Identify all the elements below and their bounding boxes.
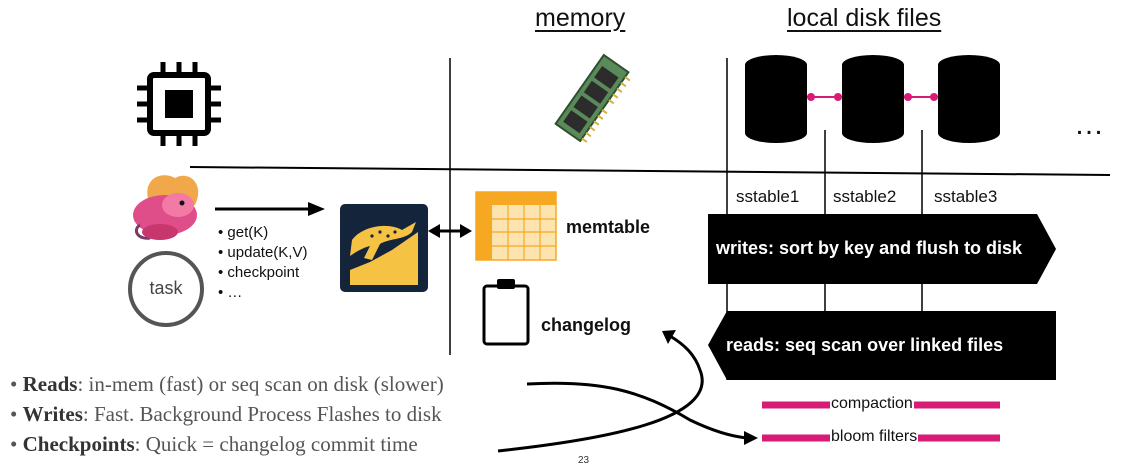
reads-arrow-shape — [708, 311, 1056, 380]
writes-arrow-label: writes: sort by key and flush to disk — [716, 238, 1023, 258]
cpu-chip-icon — [137, 62, 221, 146]
memory-header: memory — [535, 4, 626, 32]
sstable-label-3: sstable3 — [934, 187, 998, 206]
ram-stick-icon — [554, 53, 631, 143]
task-circle — [128, 251, 204, 327]
bullet-writes: • Writes: Fast. Background Process Flash… — [10, 402, 442, 426]
more-disks-ellipsis: … — [1074, 108, 1104, 141]
bullet-checkpoints: • Checkpoints: Quick = changelog commit … — [10, 432, 418, 456]
reads-arrow-label: reads: seq scan over linked files — [726, 335, 1004, 355]
disk-link-connector-2 — [904, 93, 938, 101]
api-call-item: … — [218, 283, 307, 303]
changelog-label: changelog — [541, 315, 632, 335]
writes-arrow-shape — [708, 214, 1056, 284]
disk-link-connector-1 — [807, 93, 842, 101]
bullet-text: : in-mem (fast) or seq scan on disk (slo… — [77, 372, 444, 396]
checkpoint-connector-arrow — [497, 330, 704, 453]
api-call-list: get(K) update(K,V) checkpoint … — [218, 223, 307, 303]
bullet-term: Reads — [22, 372, 78, 396]
compaction-label: compaction — [830, 395, 914, 413]
memtable-grid-icon — [475, 191, 557, 261]
task-label: task — [149, 278, 183, 298]
memtable-label: memtable — [566, 217, 651, 237]
horizontal-divider — [189, 166, 1111, 176]
disk-cylinder-icon-1 — [745, 55, 807, 143]
api-call-item: get(K) — [218, 223, 307, 243]
api-arrow — [215, 202, 325, 216]
sstable-label-1: sstable1 — [736, 187, 800, 206]
bullet-term: Writes — [22, 402, 83, 426]
rocksdb-jaguar-logo — [340, 204, 428, 292]
api-call-item: checkpoint — [218, 263, 307, 283]
sstable-label-2: sstable2 — [833, 187, 897, 206]
bullet-term: Checkpoints — [22, 432, 135, 456]
disk-cylinder-icon-3 — [938, 55, 1000, 143]
flink-squirrel-logo — [133, 175, 199, 240]
disk-header: local disk files — [787, 4, 942, 32]
bidirectional-arrow — [428, 224, 472, 238]
disk-cylinder-icon-2 — [842, 55, 904, 143]
bullet-reads: • Reads: in-mem (fast) or seq scan on di… — [10, 372, 444, 396]
changelog-clipboard-icon — [482, 279, 530, 346]
api-call-item: update(K,V) — [218, 243, 307, 263]
bullet-text: : Quick = changelog commit time — [134, 432, 418, 456]
bullet-text: : Fast. Background Process Flashes to di… — [82, 402, 442, 426]
bloom-filters-label: bloom filters — [830, 428, 919, 446]
reads-connector-arrow — [526, 381, 758, 445]
summary-bullet-list: • Reads: in-mem (fast) or seq scan on di… — [10, 369, 444, 459]
page-number: 23 — [578, 455, 590, 466]
